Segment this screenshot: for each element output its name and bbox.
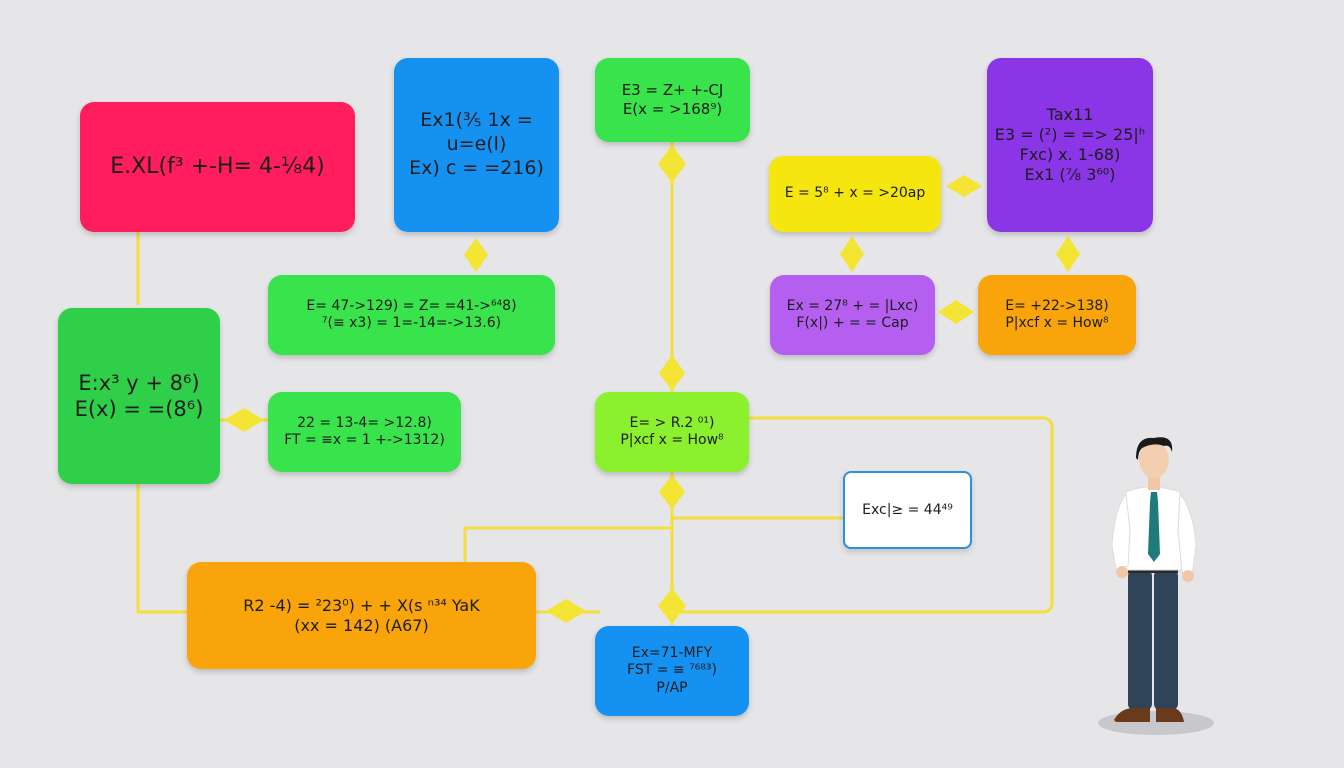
decision-diamond [946, 175, 982, 197]
formula-line: Ex=71-MFY [631, 644, 713, 661]
formula-line: E(x) = =(8⁶) [74, 397, 204, 421]
formula-line: E3 = Z+ +-CJ [621, 81, 724, 100]
formula-line: u=e(l) [446, 133, 507, 156]
decision-diamond [659, 475, 685, 509]
formula-line: 22 = 13-4= >12.8) [297, 414, 432, 431]
formula-line: Tax11 [1046, 105, 1094, 124]
formula-line: ⁷(≡ x3) = 1=-14=->13.6) [321, 315, 502, 331]
person-leg-left [1128, 570, 1152, 710]
formula-line: Ex = 27⁸ + = |Lxc) [786, 297, 919, 314]
connector-line [463, 526, 672, 562]
formula-line: P|xcf x = How⁸ [620, 432, 724, 448]
person-neck [1148, 476, 1160, 490]
person-illustration [1098, 437, 1214, 735]
formula-line: E(x = >168⁹) [622, 100, 723, 118]
person-hand-left [1116, 566, 1128, 578]
formula-line: E3 = (²) = => 25|ʰ [994, 125, 1146, 144]
person-tie [1148, 492, 1160, 562]
formula-line: Ex1 (⅞ 3⁶⁰) [1024, 165, 1116, 184]
decision-diamond [658, 145, 686, 183]
process-box-orange-right: E= +22->138)P|xcf x = How⁸ [978, 275, 1136, 355]
formula-line: E= 47->129) = Z= =41->⁶⁴8) [306, 297, 517, 314]
process-box-green-small: 22 = 13-4= >12.8)FT = ≡x = 1 +->1312) [268, 392, 461, 472]
formula-line: E.XL(f³ +-H= 4-⅛4) [110, 154, 325, 180]
formula-line: FST = ≡ ⁷⁶⁸³) [627, 662, 717, 679]
formula-line: F(x|) + = = Cap [796, 315, 909, 331]
formula-line: P|xcf x = How⁸ [1005, 315, 1109, 331]
formula-line: E= > R.2 ⁰¹) [629, 414, 715, 431]
formula-line: E= +22->138) [1005, 297, 1109, 314]
process-box-red: E.XL(f³ +-H= 4-⅛4) [80, 102, 355, 232]
decision-diamonds [224, 145, 1080, 624]
process-box-blue-top: Ex1(⅗ 1x =u=e(l)Ex) c = =216) [394, 58, 559, 232]
formula-line: Fxc) x. 1-68) [1019, 145, 1121, 164]
formula-line: FT = ≡x = 1 +->1312) [284, 432, 445, 448]
decision-diamond [224, 408, 264, 432]
formula-line: E:x³ y + 8⁶) [78, 370, 200, 395]
connector-line [672, 416, 1054, 614]
person-hand-right [1182, 570, 1194, 582]
formula-line: Ex1(⅗ 1x = [420, 109, 533, 132]
callout-text: Exc|≥ = 44⁴⁹ [862, 502, 953, 518]
process-box-lime: E= > R.2 ⁰¹)P|xcf x = How⁸ [595, 392, 749, 472]
decision-diamond [840, 236, 864, 272]
person-head [1139, 442, 1169, 478]
person-leg-right [1154, 570, 1178, 710]
formula-line: E = 5⁸ + x = >20ap [784, 185, 926, 202]
person-shoe-right [1156, 708, 1184, 722]
person-arm-left [1111, 492, 1131, 571]
connector-line [136, 483, 188, 614]
decision-diamond [464, 238, 488, 272]
formula-line: P/AP [656, 679, 688, 696]
decision-diamond [659, 355, 685, 391]
formula-line: (xx = 142) (A67) [294, 615, 429, 635]
decision-diamond [658, 588, 686, 624]
decision-diamond [546, 599, 586, 623]
formula-line: R2 -4) = ²23⁰) + + X(s ⁿ³⁴ YaK [243, 595, 480, 615]
decision-diamond [938, 300, 974, 324]
process-box-yellow: E = 5⁸ + x = >20ap [769, 156, 941, 232]
callout-box: Exc|≥ = 44⁴⁹ [843, 471, 972, 549]
process-box-violet: Ex = 27⁸ + = |Lxc)F(x|) + = = Cap [770, 275, 935, 355]
person-shoe-left [1114, 708, 1150, 722]
decision-diamond [1056, 236, 1080, 272]
process-box-green-mid: E= 47->129) = Z= =41->⁶⁴8)⁷(≡ x3) = 1=-1… [268, 275, 555, 355]
formula-line: Ex) c = =216) [409, 156, 544, 179]
process-box-green-left: E:x³ y + 8⁶)E(x) = =(8⁶) [58, 308, 220, 484]
person-hair [1136, 437, 1173, 460]
process-box-orange-bottom: R2 -4) = ²23⁰) + + X(s ⁿ³⁴ YaK(xx = 142)… [187, 562, 536, 669]
